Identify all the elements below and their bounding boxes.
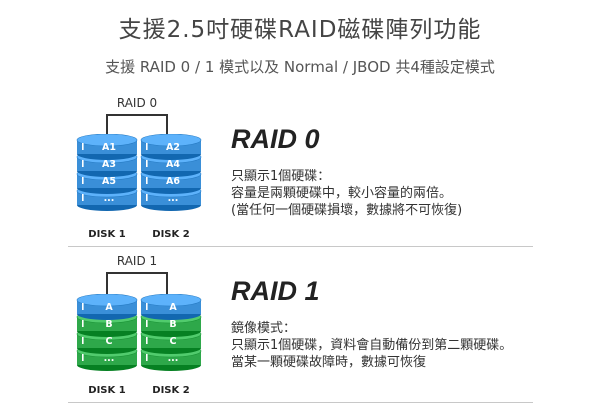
platter-tick	[82, 354, 84, 361]
platter-tick	[146, 194, 148, 201]
platter-label: ...	[168, 193, 179, 204]
raid1-disk2-label: DISK 2	[152, 385, 190, 396]
platter-stack: ... CBA	[140, 294, 202, 371]
platter-tick	[82, 303, 84, 310]
raid0-desc-line: 只顯示1個硬碟：	[231, 169, 331, 184]
raid0-bracket	[106, 114, 168, 138]
raid0-description: 只顯示1個硬碟： 容量是兩顆硬碟中，較小容量的兩倍。 (當任何一個硬碟損壞，數據…	[231, 168, 462, 219]
platter-stack: ... A5 A3 A1	[76, 134, 138, 211]
platter-label: A2	[166, 142, 180, 153]
platter-label: ...	[104, 193, 115, 204]
raid0-disk1-label: DISK 1	[88, 229, 126, 240]
platter-tick	[82, 177, 84, 184]
platter-label: A4	[166, 159, 180, 170]
platter-tick	[146, 320, 148, 327]
raid1-bracket-label: RAID 1	[116, 254, 158, 268]
raid1-desc-line: 鏡像模式：	[231, 321, 297, 336]
platter-label: A	[105, 302, 113, 313]
platter-stack: ... A6 A4 A2	[140, 134, 202, 211]
raid1-heading: RAID 1	[231, 276, 320, 306]
platter-tick	[146, 177, 148, 184]
platter-label: B	[169, 319, 176, 330]
platter-tick	[82, 194, 84, 201]
disk-platter: A	[76, 294, 138, 320]
platter-tick	[82, 337, 84, 344]
raid1-disk1-label: DISK 1	[88, 385, 126, 396]
platter-tick	[146, 354, 148, 361]
raid1-desc-line: 當某一顆硬碟故障時，數據可恢復	[231, 355, 427, 370]
page-title: 支援2.5吋硬碟RAID磁碟陣列功能	[118, 17, 482, 43]
platter-tick	[146, 303, 148, 310]
page-subtitle: 支援 RAID 0 / 1 模式以及 Normal / JBOD 共4種設定模式	[105, 58, 495, 76]
platter-label: A3	[102, 159, 116, 170]
disk-platter: A2	[140, 134, 202, 160]
raid0-disk2-label: DISK 2	[152, 229, 190, 240]
platter-label: C	[170, 336, 177, 347]
disk-platter: A	[140, 294, 202, 320]
platter-tick	[82, 160, 84, 167]
raid0-desc-line: (當任何一個硬碟損壞，數據將不可恢復)	[231, 203, 463, 218]
platter-tick	[82, 143, 84, 150]
bottom-divider	[68, 402, 533, 403]
platter-tick	[82, 320, 84, 327]
raid1-desc-line: 只顯示1個硬碟，資料會自動備份到第二顆硬碟。	[231, 338, 513, 353]
raid1-bracket	[106, 272, 168, 298]
platter-label: ...	[168, 353, 179, 364]
raid0-desc-line: 容量是兩顆硬碟中，較小容量的兩倍。	[231, 186, 453, 201]
raid1-description: 鏡像模式： 只顯示1個硬碟，資料會自動備份到第二顆硬碟。 當某一顆硬碟故障時，數…	[231, 320, 512, 371]
platter-stack: ... CBA	[76, 294, 138, 371]
raid0-disk2: ... A6 A4 A2	[139, 134, 203, 218]
platter-label: A	[169, 302, 177, 313]
platter-label: B	[105, 319, 112, 330]
platter-label: A1	[102, 142, 116, 153]
raid0-disk1: ... A5 A3 A1	[75, 134, 139, 218]
platter-label: A5	[102, 176, 116, 187]
raid0-section: RAID 0 ... A5 A3 A1 ... A6 A4 A2 DISK 1 DISK 2…	[0, 96, 600, 244]
disk-platter: A1	[76, 134, 138, 160]
raid0-bracket-label: RAID 0	[116, 96, 158, 110]
platter-label: C	[106, 336, 113, 347]
section-divider	[68, 246, 533, 247]
platter-label: A6	[166, 176, 180, 187]
platter-tick	[146, 143, 148, 150]
platter-tick	[146, 337, 148, 344]
platter-label: ...	[104, 353, 115, 364]
platter-tick	[146, 160, 148, 167]
raid0-heading: RAID 0	[231, 124, 320, 154]
